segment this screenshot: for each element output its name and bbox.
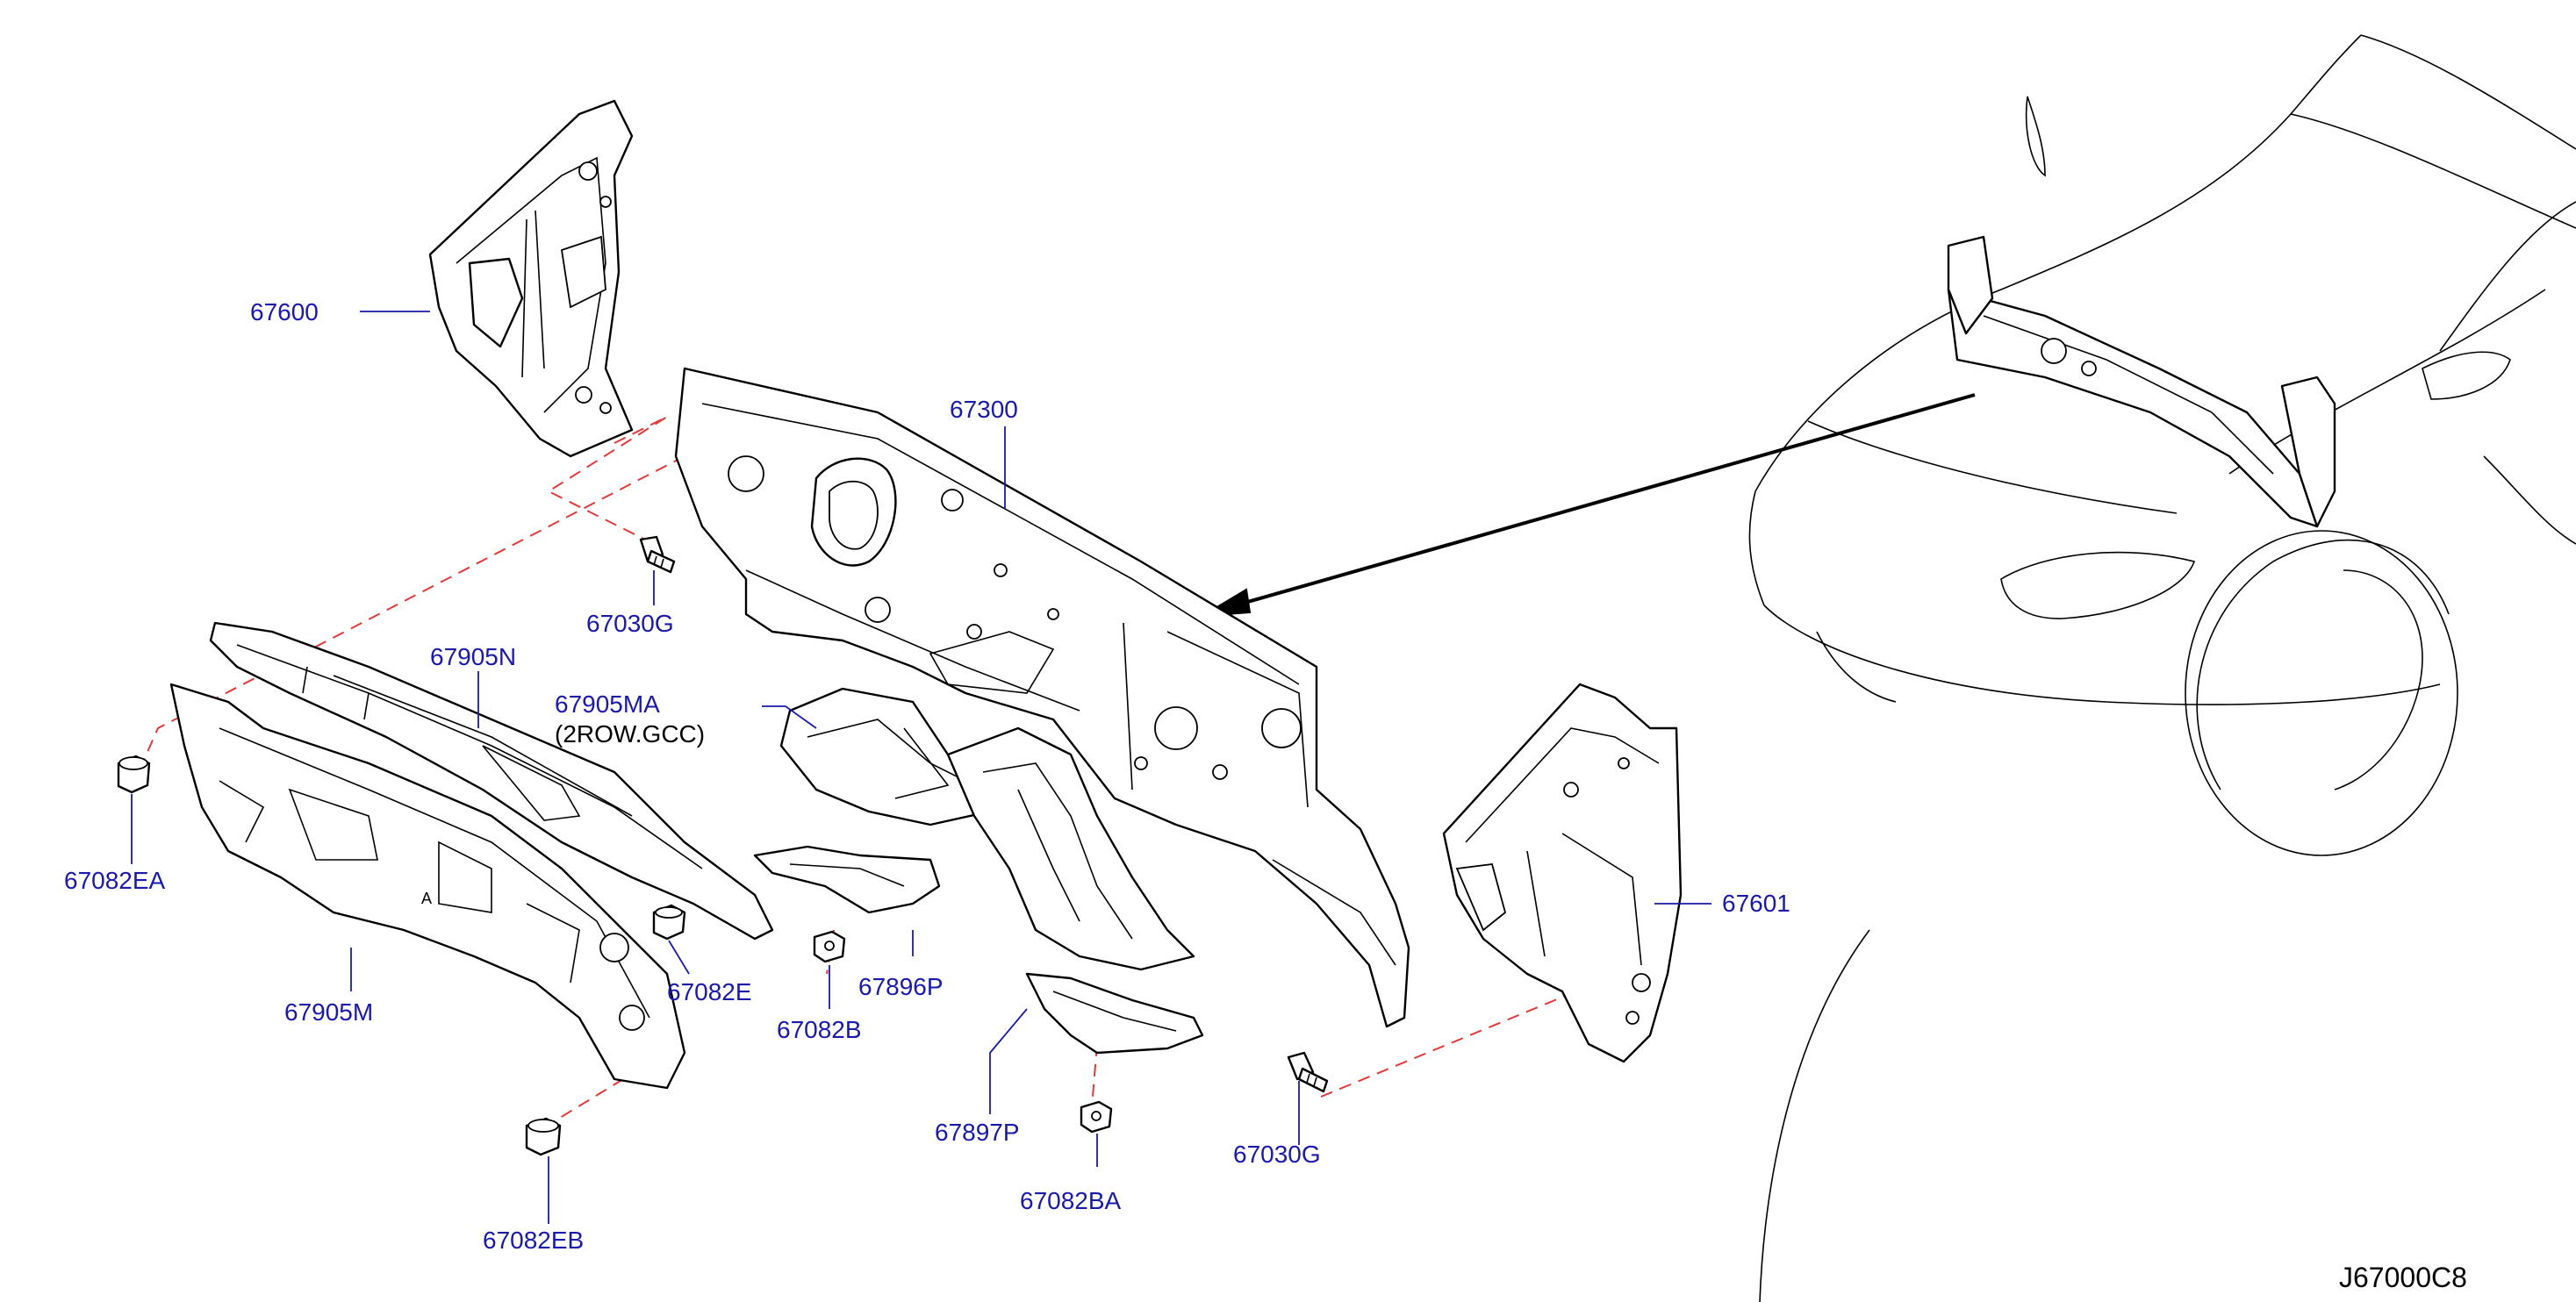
callout-67082ea: 67082EA xyxy=(64,867,166,894)
callout-67082eb: 67082EB xyxy=(483,1227,584,1254)
fastener-nut-67082b xyxy=(813,930,846,963)
fastener-clip-67082ea xyxy=(117,755,151,794)
part-67600-dash-side-lh xyxy=(428,99,634,458)
fastener-clip-67082eb xyxy=(525,1117,562,1156)
callout-67905ma-note: (2ROW.GCC) xyxy=(555,720,705,748)
fastener-clip-67082e xyxy=(652,904,686,941)
callout-67082ba: 67082BA xyxy=(1020,1187,1122,1214)
callout-67896p: 67896P xyxy=(858,973,944,1000)
center-tunnel-insulator xyxy=(946,726,1195,971)
fastener-bolt-67030g-bottom xyxy=(1287,1051,1329,1093)
callout-67030g-top: 67030G xyxy=(586,610,674,637)
callout-67905m: 67905M xyxy=(284,998,373,1026)
vehicle-locator-illustration xyxy=(1202,34,2576,1302)
drawing-code: J67000C8 xyxy=(2339,1262,2467,1293)
callout-67601: 67601 xyxy=(1722,890,1790,917)
callout-67600: 67600 xyxy=(250,298,319,326)
callout-67897p: 67897P xyxy=(935,1119,1020,1146)
callout-67905n: 67905N xyxy=(430,643,516,670)
part-67897p-bracket xyxy=(1025,972,1204,1055)
callout-leader-lines xyxy=(131,311,1711,1224)
fastener-nut-67082ba xyxy=(1080,1100,1113,1134)
part-67896p-bracket xyxy=(753,845,941,914)
callout-67905ma: 67905MA xyxy=(555,690,660,718)
part-67905m-insulator: A xyxy=(169,683,686,1090)
callout-67030g-bottom: 67030G xyxy=(1233,1141,1321,1168)
callout-67300: 67300 xyxy=(950,396,1018,423)
callout-67082e: 67082E xyxy=(667,978,752,1005)
part-67905n-insulator xyxy=(209,621,774,941)
part-67300-dash-lower xyxy=(674,367,1410,1028)
svg-text:A: A xyxy=(421,890,432,907)
part-67601-dash-side-rh xyxy=(1442,683,1683,1063)
fastener-bolt-67030g-top xyxy=(639,535,676,574)
callout-labels: 67600 67300 67030G 67905N 67905MA (2ROW.… xyxy=(64,298,2467,1293)
callout-67082b: 67082B xyxy=(777,1016,862,1043)
